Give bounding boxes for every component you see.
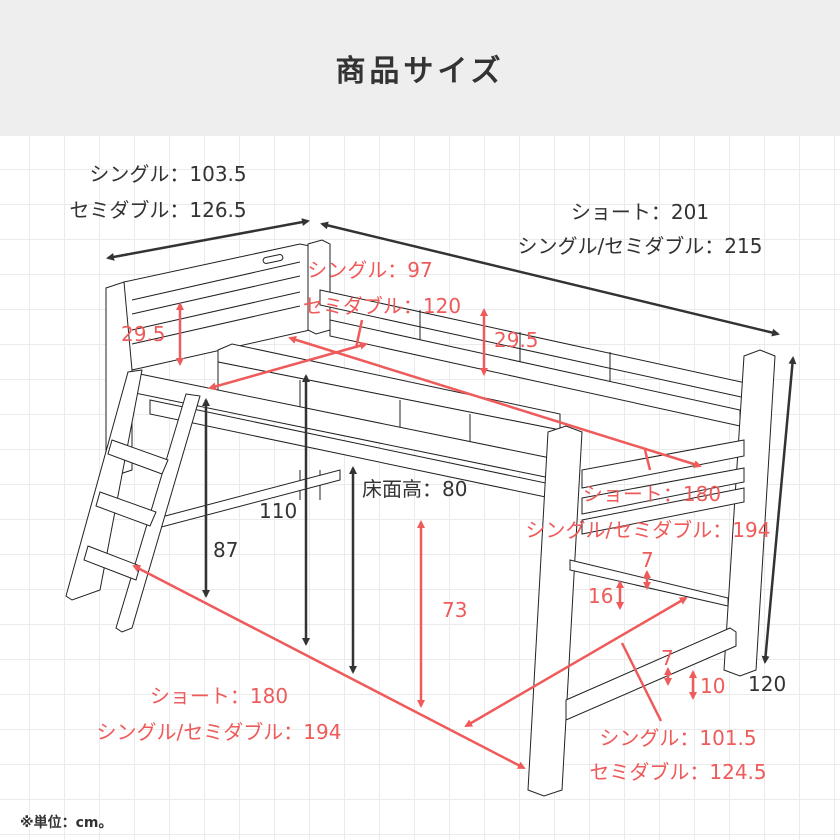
- inner-length-short-label: ショート：180: [582, 482, 722, 506]
- inner-width-single-label: シングル：97: [307, 258, 433, 282]
- total-height-arrow: [761, 356, 797, 664]
- inner-width-semi-double-label: セミダブル：120: [302, 294, 462, 318]
- under-clearance-label: 73: [442, 598, 468, 622]
- under-width-single-label: シングル：101.5: [599, 726, 757, 750]
- ladder-clearance-label: 87: [213, 538, 239, 562]
- page-title: 商品サイズ: [335, 54, 505, 89]
- rail-gap-lower-label: 10: [700, 674, 726, 698]
- width-overall-semi-double-label: セミダブル：126.5: [69, 198, 247, 222]
- under-length-single-semi-label: シングル/セミダブル：194: [96, 720, 342, 744]
- under-length-short-label: ショート：180: [149, 684, 289, 708]
- guard-height-label: 29.5: [494, 328, 539, 352]
- width-overall-arrow: [106, 218, 310, 261]
- headboard-height-label: 29.5: [121, 322, 166, 346]
- total-height-label: 120: [748, 672, 787, 696]
- length-overall-single-semi-label: シングル/セミダブル：215: [517, 234, 763, 258]
- inner-length-single-semi-label: シングル/セミダブル：194: [525, 518, 771, 542]
- guard-top-height-label: 110: [259, 499, 298, 523]
- length-overall-arrow: [320, 221, 780, 337]
- floor-height-label: 床面高：80: [362, 477, 468, 501]
- width-overall-single-label: シングル：103.5: [89, 162, 247, 186]
- red-dimension-lines: [132, 302, 702, 770]
- under-width-semi-double-label: セミダブル：124.5: [589, 760, 767, 784]
- unit-note: ※単位：cm。: [20, 815, 113, 831]
- under-width-arrow: [464, 596, 688, 728]
- inner-length-arrow: [288, 335, 702, 469]
- rail-gap-upper-label: 16: [588, 584, 614, 608]
- length-overall-short-label: ショート：201: [570, 200, 710, 224]
- rail-thickness-upper-label: 7: [641, 548, 654, 572]
- header-banner: 商品サイズ: [0, 0, 840, 136]
- under-length-arrow: [132, 564, 526, 770]
- rail-thickness-lower-label: 7: [661, 646, 674, 670]
